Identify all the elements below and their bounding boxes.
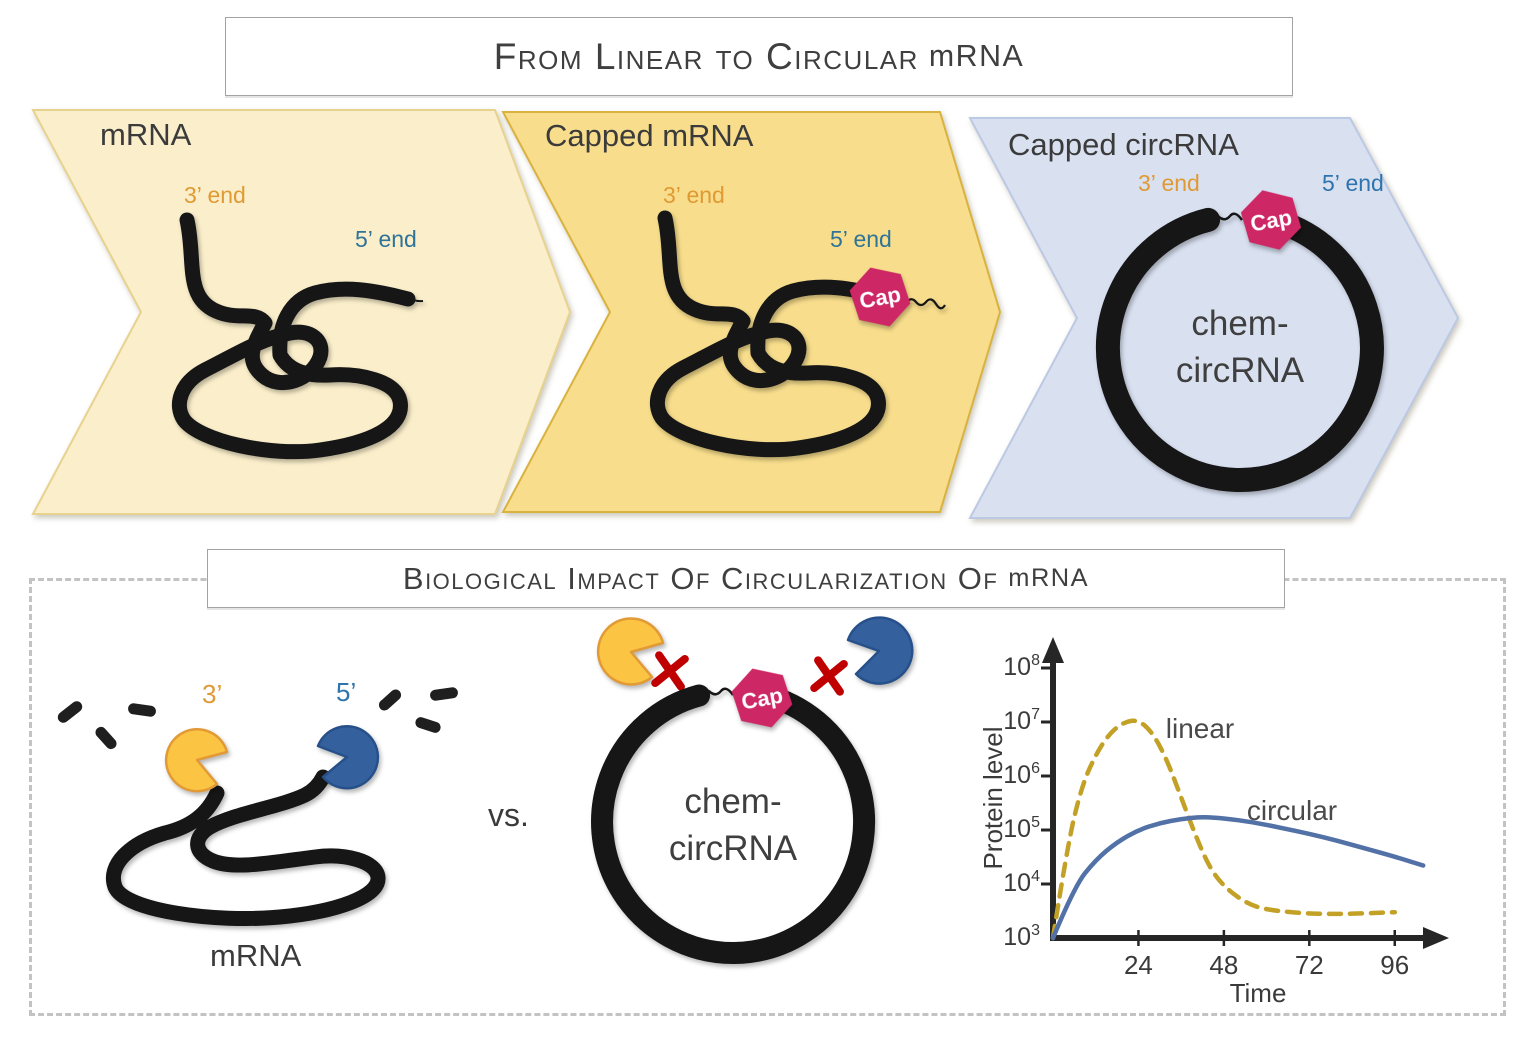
process-arrow-capped-circrna <box>968 117 1460 519</box>
vs-label: vs. <box>488 797 529 833</box>
svg-text:104: 104 <box>1003 868 1040 897</box>
rna-fragment-dashes <box>57 687 458 750</box>
svg-text:108: 108 <box>1003 652 1040 681</box>
circrna-ring-icon <box>1096 207 1384 492</box>
svg-text:103: 103 <box>1003 922 1040 951</box>
cap-hexagon-icon: Cap <box>1234 186 1308 254</box>
degraded-mrna-tangle-icon <box>106 769 386 926</box>
panel1-5prime-end-label: 5’ end <box>355 226 417 252</box>
left-5prime-label: 5’ <box>336 677 357 707</box>
process-arrow-mrna <box>31 109 572 515</box>
panel1-3prime-end-label: 3’ end <box>184 182 246 208</box>
svg-text:48: 48 <box>1209 950 1238 980</box>
middle-ring-label-line2: circRNA <box>668 829 798 868</box>
left-mrna-label: mRNA <box>210 938 302 973</box>
panel1-title: mRNA <box>100 117 192 152</box>
svg-text:107: 107 <box>1003 706 1040 735</box>
svg-text:24: 24 <box>1124 950 1153 980</box>
chem-circrna-ring-icon <box>591 683 876 965</box>
panel3-3prime-end-label: 3’ end <box>1138 170 1200 196</box>
blocked-x-icon <box>810 656 848 696</box>
series-label-circular: circular <box>1247 795 1337 826</box>
y-axis-arrow-icon <box>1042 637 1064 663</box>
blocked-x-icon <box>651 651 689 691</box>
exonuclease-3prime-icon <box>164 727 229 793</box>
panel3-title: Capped circRNA <box>1008 127 1239 162</box>
curve-linear <box>1050 718 1398 941</box>
svg-text:72: 72 <box>1295 950 1324 980</box>
curve-circular <box>1050 815 1426 941</box>
title-top-text: From Linear to Circular <box>493 35 919 77</box>
svg-text:106: 106 <box>1003 760 1040 789</box>
panel3-ring-label: chem- circRNA <box>1130 300 1350 394</box>
exonuclease-3prime-blocked-icon <box>596 617 665 686</box>
title-bottom-suffix: mRNA <box>1008 564 1090 592</box>
cap-hexagon-icon: Cap <box>844 264 916 330</box>
panel2-3prime-end-label: 3’ end <box>663 182 725 208</box>
mrna-strand-icon <box>179 220 424 452</box>
title-bottom-text: Biological Impact Of Circularization Of <box>402 560 999 596</box>
title-from-linear-to-circular: From Linear to Circular mRNA <box>225 17 1293 96</box>
middle-ring-label: chem- circRNA <box>623 778 843 872</box>
panel3-5prime-end-label: 5’ end <box>1322 170 1384 196</box>
series-label-linear: linear <box>1166 713 1234 744</box>
middle-ring-label-line1: chem- <box>684 782 782 821</box>
panel2-title: Capped mRNA <box>545 118 754 153</box>
panel3-ring-label-line2: circRNA <box>1175 351 1305 390</box>
title-top-suffix: mRNA <box>928 39 1025 73</box>
svg-text:96: 96 <box>1380 950 1409 980</box>
protein-level-chart: linear circular 103 104 105 106 107 108 24 48 72… <box>978 637 1449 1008</box>
left-3prime-label: 3’ <box>202 679 223 709</box>
svg-text:105: 105 <box>1003 814 1040 843</box>
exonuclease-5prime-blocked-icon <box>846 616 914 685</box>
title-biological-impact: Biological Impact Of Circularization Of … <box>207 549 1285 608</box>
cap-hexagon-icon: Cap <box>726 665 798 731</box>
capped-mrna-strand-icon <box>657 218 946 450</box>
svg-text:Time: Time <box>1230 978 1287 1008</box>
exonuclease-5prime-icon <box>316 724 380 790</box>
panel3-ring-label-line1: chem- <box>1191 304 1289 343</box>
panel2-5prime-end-label: 5’ end <box>830 226 892 252</box>
svg-text:Protein level: Protein level <box>978 726 1008 869</box>
x-axis-arrow-icon <box>1423 927 1449 949</box>
